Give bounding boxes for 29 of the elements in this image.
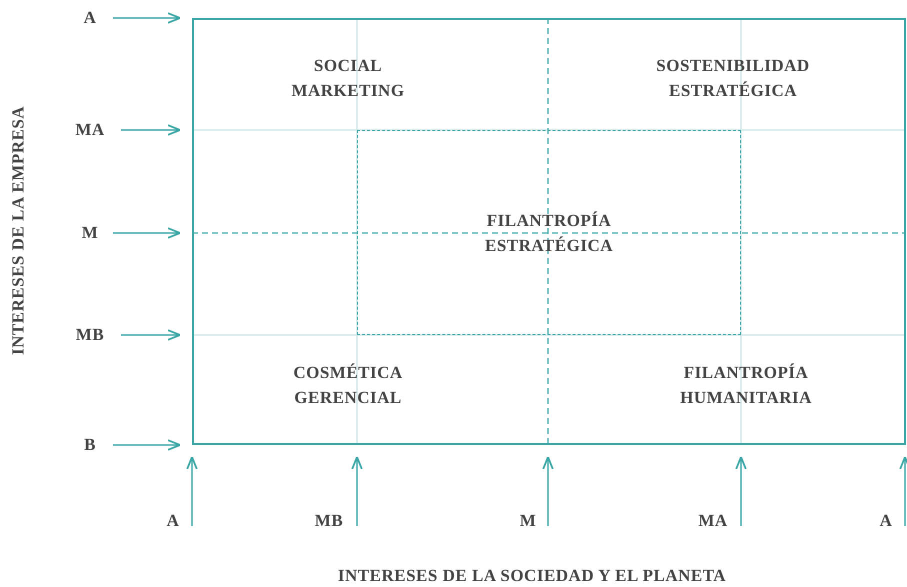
- arrow: [113, 12, 181, 24]
- arrow: [899, 456, 907, 526]
- region-label: FILANTROPÍA ESTRATÉGICA: [484, 210, 614, 256]
- tick-label: M: [76, 220, 104, 246]
- axis-title: INTERESES DE LA EMPRESA: [8, 104, 28, 357]
- arrow: [186, 456, 198, 526]
- arrow: [351, 456, 363, 526]
- arrow: [735, 456, 747, 526]
- tick-label: A: [160, 508, 186, 534]
- tick-label: B: [76, 432, 104, 458]
- dashed-region: [357, 130, 741, 335]
- tick-label: A: [76, 5, 104, 31]
- tick-label: MA: [691, 508, 735, 534]
- quadrant-label: COSMÉTICA GERENCIAL: [292, 362, 404, 409]
- axis-title: INTERESES DE LA SOCIEDAD Y EL PLANETA: [336, 564, 728, 586]
- quadrant-label: SOSTENIBILIDAD ESTRATÉGICA: [655, 55, 811, 102]
- arrow: [121, 124, 181, 136]
- tick-label: M: [514, 508, 542, 534]
- tick-label: MA: [68, 117, 112, 143]
- quadrant-label: SOCIAL MARKETING: [290, 55, 406, 102]
- arrow: [542, 456, 554, 526]
- arrow: [121, 329, 181, 341]
- arrow: [113, 227, 181, 239]
- chart-frame: [192, 18, 906, 445]
- quadrant-label: FILANTROPÍA HUMANITARIA: [679, 362, 813, 409]
- tick-label: MB: [307, 508, 351, 534]
- arrow: [113, 439, 181, 451]
- tick-label: A: [873, 508, 899, 534]
- tick-label: MB: [68, 322, 112, 348]
